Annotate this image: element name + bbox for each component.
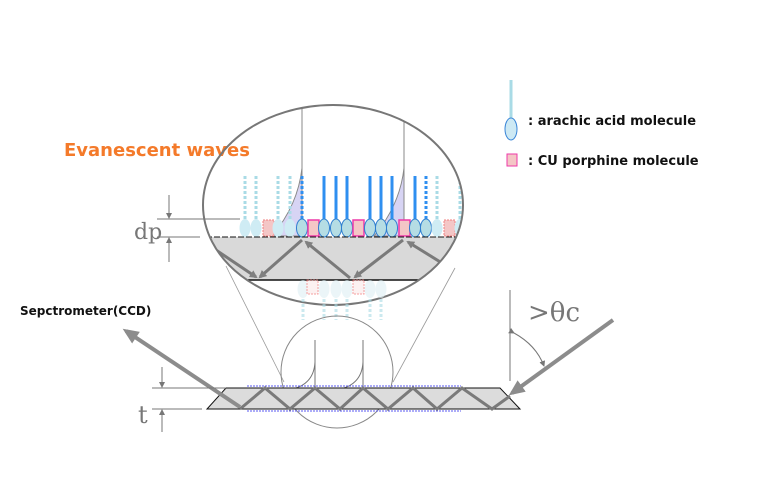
arachic-acid-head xyxy=(272,219,284,237)
magnifier-line-right xyxy=(392,267,456,383)
porphine-molecule xyxy=(262,219,275,237)
arachic-acid-head xyxy=(284,219,296,237)
arachic-acid-head xyxy=(341,218,353,238)
arachic-acid-head-faint xyxy=(341,280,353,298)
dp-label: dp xyxy=(134,220,162,245)
arachic-acid-head xyxy=(364,218,376,238)
arachic-acid-head xyxy=(330,218,342,238)
arachic-acid-head xyxy=(409,218,421,238)
porphine-molecule xyxy=(443,219,456,237)
arachic-acid-head xyxy=(318,218,330,238)
legend-head-icon xyxy=(504,117,518,141)
arachic-acid-head-faint xyxy=(330,280,342,298)
substrate xyxy=(205,385,522,412)
legend-porphine-icon xyxy=(506,153,518,167)
porphine-molecule xyxy=(398,219,411,237)
t-label: t xyxy=(138,401,148,429)
porphine-molecule-faint xyxy=(306,279,319,295)
magnified-region-circle xyxy=(280,315,394,429)
arachic-acid-head xyxy=(296,218,308,238)
total-internal-reflection-path xyxy=(239,386,511,411)
magnifier-ellipse xyxy=(202,104,464,306)
arachic-acid-head-faint xyxy=(375,280,387,298)
evanescent-waves-title: Evanescent waves xyxy=(64,140,250,161)
porphine-molecule-faint xyxy=(352,279,365,295)
zoomed-view xyxy=(202,104,464,320)
arachic-acid-head-faint xyxy=(318,280,330,298)
t-dimension: t xyxy=(138,367,226,432)
arachic-acid-head xyxy=(375,218,387,238)
output-beam-arrow xyxy=(122,328,242,409)
arachic-acid-head xyxy=(386,218,398,238)
dp-dimension: dp xyxy=(134,195,240,262)
angle-indicator: >θc xyxy=(508,290,580,381)
arachic-acid-head-faint xyxy=(364,280,376,298)
arachic-acid-head xyxy=(431,219,443,237)
porphine-molecule xyxy=(307,219,320,237)
evanescent-decay-curves xyxy=(295,340,364,389)
legend: : arachic acid molecule : CU porphine mo… xyxy=(504,80,699,169)
incident-beam-arrow xyxy=(508,318,615,396)
arachic-acid-head xyxy=(420,218,432,238)
legend-porphine-label: : CU porphine molecule xyxy=(528,154,699,169)
arachic-acid-head xyxy=(250,219,262,237)
critical-angle-label: >θc xyxy=(528,298,580,328)
arachic-acid-head xyxy=(239,219,251,237)
spectrometer-label: Sepctrometer(CCD) xyxy=(20,304,151,318)
arachic-acid-head-faint xyxy=(297,280,309,298)
porphine-molecule xyxy=(352,219,365,237)
magnifier-line-left xyxy=(225,265,285,383)
legend-arachic-label: : arachic acid molecule xyxy=(528,114,696,129)
